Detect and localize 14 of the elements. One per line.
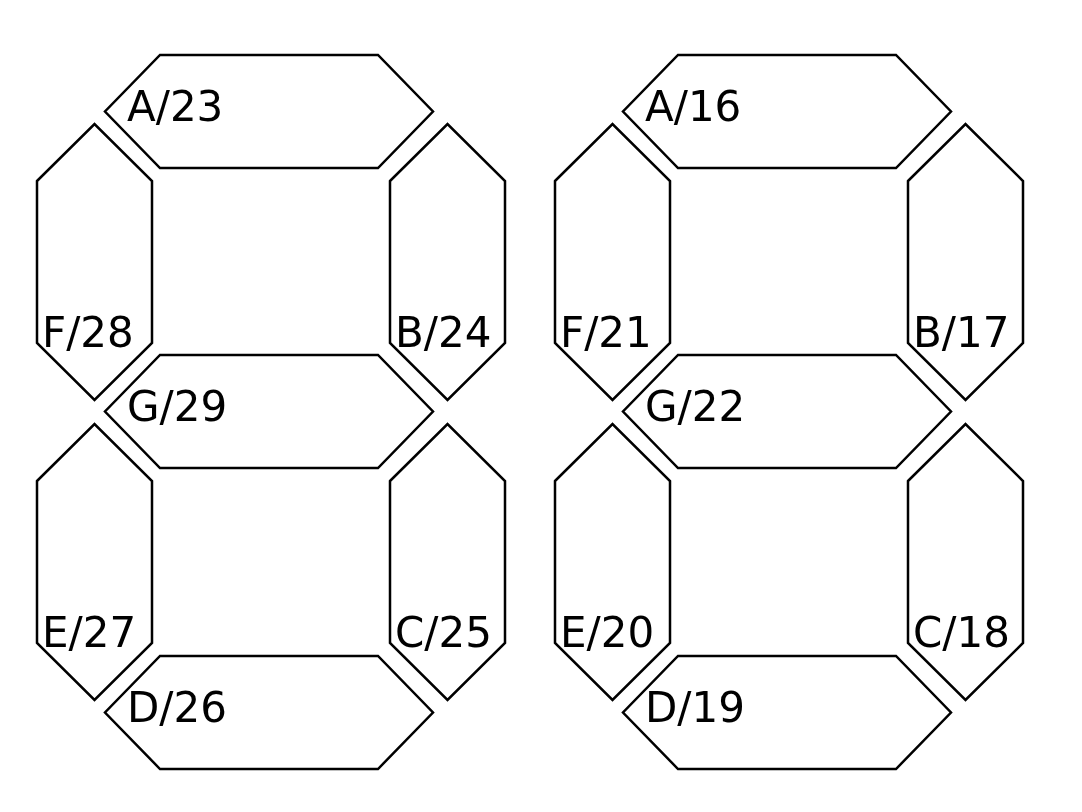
segment-label: B/24 xyxy=(395,312,492,354)
segment-label: D/26 xyxy=(127,687,227,729)
segment-label: A/16 xyxy=(645,86,742,128)
segment-label: E/20 xyxy=(560,612,655,654)
segment-label: F/28 xyxy=(42,312,134,354)
segment-label: F/21 xyxy=(560,312,652,354)
segment-label: C/25 xyxy=(395,612,492,654)
segment-label: E/27 xyxy=(42,612,137,654)
segment-label: A/23 xyxy=(127,86,224,128)
segment-label: G/22 xyxy=(645,386,746,428)
segment-label: C/18 xyxy=(913,612,1010,654)
segment-label: B/17 xyxy=(913,312,1010,354)
segment-label: G/29 xyxy=(127,386,228,428)
segment-label: D/19 xyxy=(645,687,745,729)
